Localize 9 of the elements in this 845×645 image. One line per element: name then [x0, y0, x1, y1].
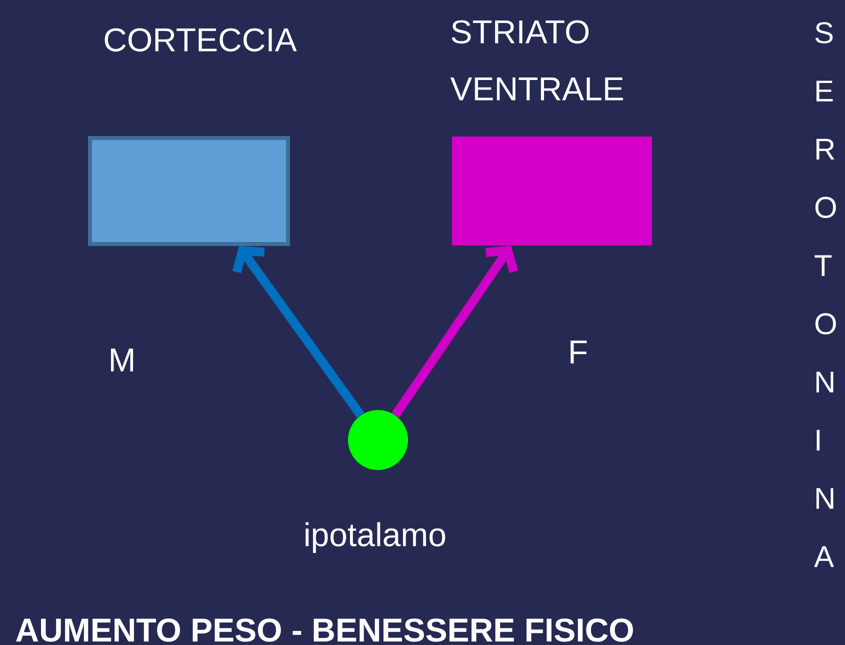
- vertical-label: SEROTONINA: [814, 22, 836, 567]
- box-heading: STRIATO VENTRALE: [450, 20, 623, 100]
- box-heading: CORTECCIA: [104, 28, 297, 52]
- node-caption: ipotalamo: [306, 522, 446, 553]
- arrow: [392, 246, 518, 418]
- side-letter: M: [110, 348, 134, 372]
- arrow: [232, 246, 364, 418]
- side-letter: F: [570, 340, 587, 364]
- title: AUMENTO PESO - BENESSERE FISICO: [16, 618, 633, 642]
